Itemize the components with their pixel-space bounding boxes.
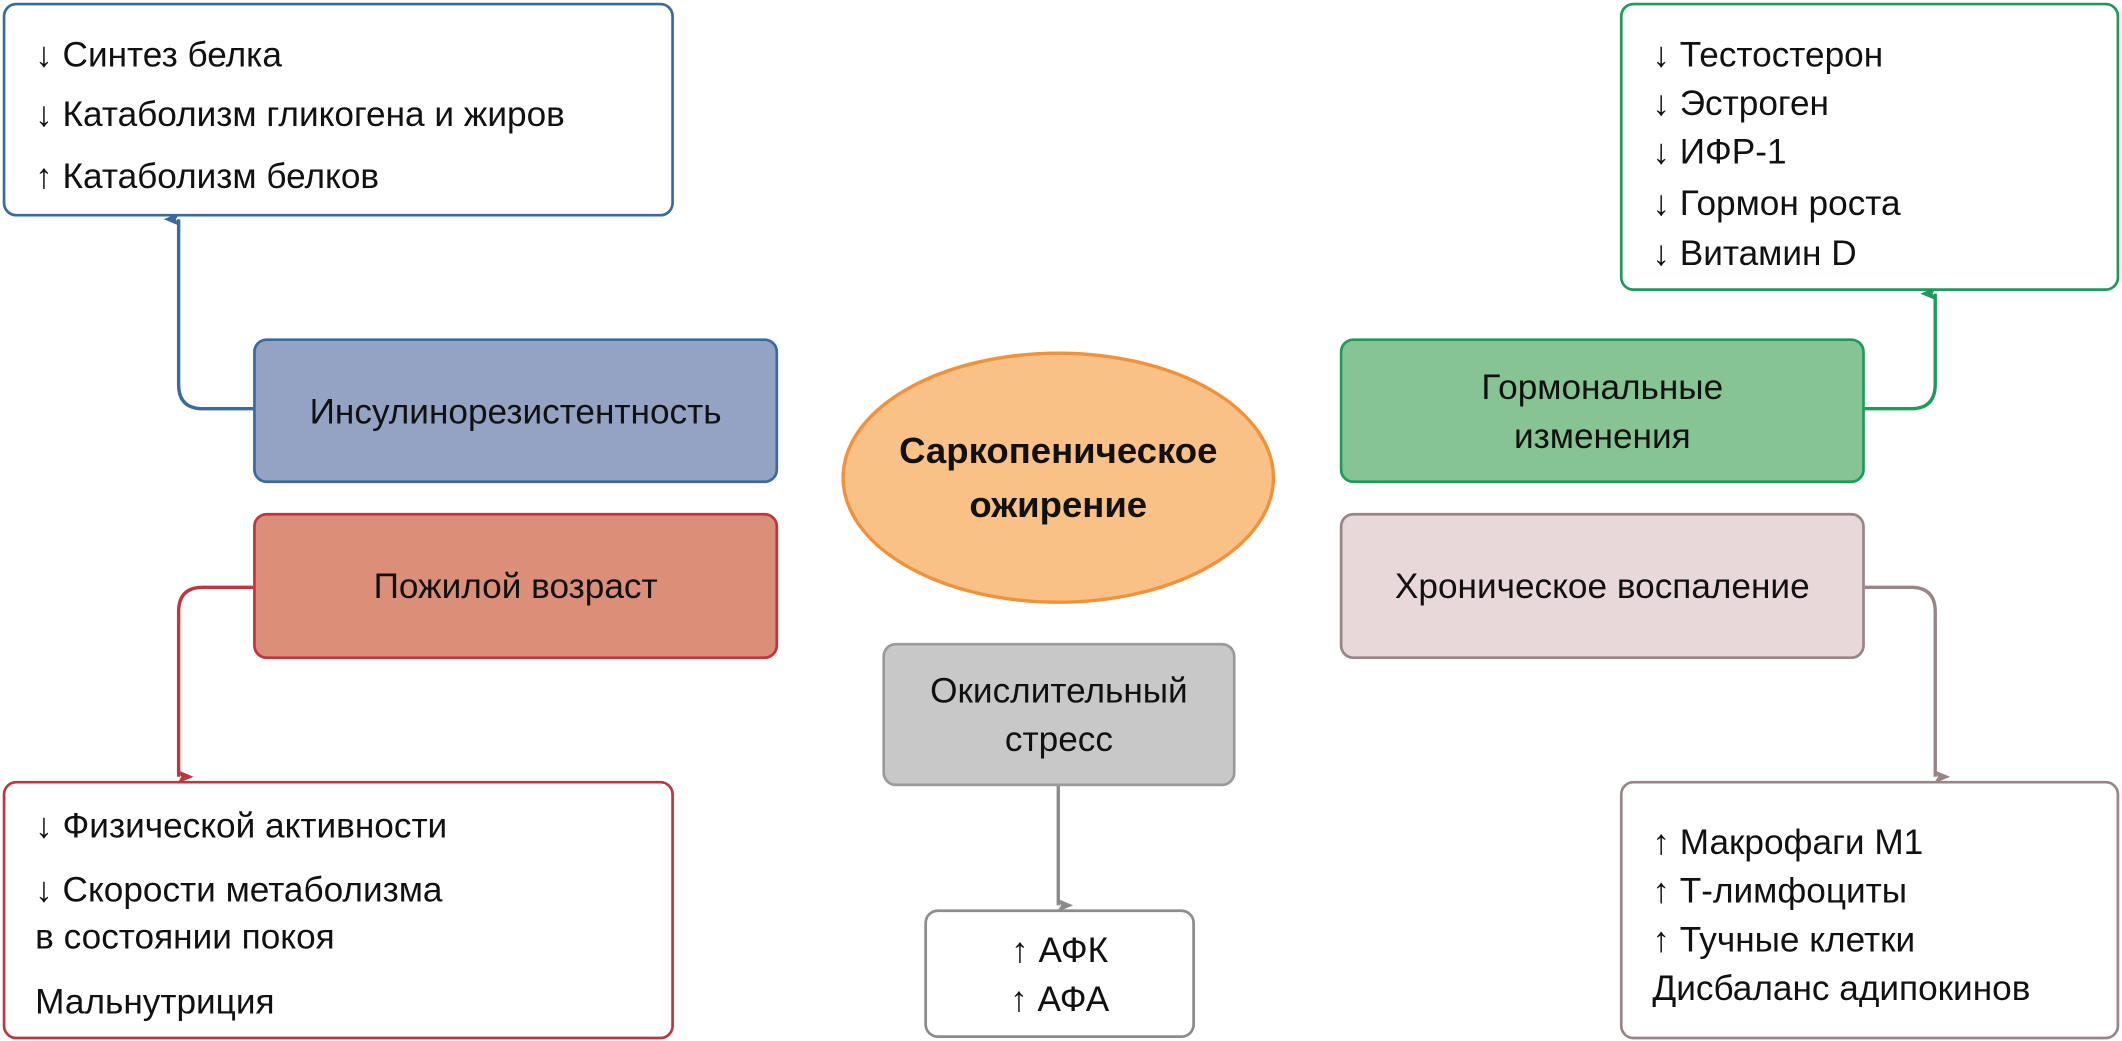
elderly-effects-box: ↓ Физической активности ↓ Скорости метаб… bbox=[2, 780, 674, 1040]
hormonal-changes-box: Гормональные изменения bbox=[1339, 338, 1865, 484]
effect-item: Мальнутриция bbox=[35, 981, 275, 1022]
effect-item: ↑ АФА bbox=[1010, 977, 1110, 1019]
effect-item: ↓ Катаболизм гликогена и жиров bbox=[35, 93, 565, 134]
insulin-label: Инсулинорезистентность bbox=[309, 390, 722, 432]
effect-item: ↑ Макрофаги М1 bbox=[1652, 821, 1924, 863]
center-label: Саркопеническое ожирение bbox=[842, 352, 1275, 604]
insulin-effects-box: ↓ Синтез белка ↓ Катаболизм гликогена и … bbox=[2, 2, 674, 217]
effect-item: ↓ Физической активности bbox=[35, 805, 448, 846]
effect-item: ↓ Синтез белка bbox=[35, 33, 282, 75]
center-line-2: ожирение bbox=[969, 484, 1148, 526]
elderly-label: Пожилой возраст bbox=[373, 565, 658, 607]
hormonal-effects-box: ↓ Тестостерон ↓ Эстроген ↓ ИФР-1 ↓ Гормо… bbox=[1619, 2, 2120, 291]
inflammation-effects-box: ↑ Макрофаги М1 ↑ Т-лимфоциты ↑ Тучные кл… bbox=[1619, 780, 2120, 1040]
effect-item: ↑ Катаболизм белков bbox=[35, 155, 380, 197]
effect-item: ↑ Тучные клетки bbox=[1652, 918, 1916, 960]
effect-item: ↓ Скорости метаболизма bbox=[35, 868, 443, 910]
inflammation-label: Хроническое воспаление bbox=[1394, 565, 1810, 607]
effect-item: в состоянии покоя bbox=[35, 916, 335, 957]
oxidative-effects-box: ↑ АФК ↑ АФА bbox=[924, 909, 1195, 1038]
center-line-1: Саркопеническое bbox=[899, 430, 1218, 471]
insulin-resistance-box: Инсулинорезистентность bbox=[253, 338, 779, 484]
hormonal-line-2: изменения bbox=[1513, 414, 1691, 456]
effect-item: ↓ Гормон роста bbox=[1652, 182, 1901, 224]
effect-item: Дисбаланс адипокинов bbox=[1652, 967, 2031, 1009]
effect-item: ↓ ИФР-1 bbox=[1652, 131, 1787, 172]
oxidative-line-1: Окислительный bbox=[930, 669, 1188, 711]
elderly-age-box: Пожилой возраст bbox=[253, 512, 779, 660]
effect-item: ↑ Т-лимфоциты bbox=[1652, 870, 1908, 911]
effect-item: ↑ АФК bbox=[1011, 929, 1109, 970]
arrow-elderly bbox=[176, 585, 254, 784]
hormonal-line-1: Гормональные bbox=[1481, 366, 1724, 407]
effect-item: ↓ Тестостерон bbox=[1652, 33, 1884, 75]
arrow-insulin bbox=[163, 212, 254, 411]
center-ellipse bbox=[841, 351, 1276, 604]
arrow-hormonal bbox=[1864, 286, 1937, 411]
effect-item: ↓ Витамин D bbox=[1652, 232, 1857, 274]
effect-item: ↓ Эстроген bbox=[1652, 82, 1829, 124]
oxidative-line-2: стресс bbox=[1004, 718, 1113, 760]
arrow-inflammation bbox=[1864, 585, 1951, 784]
chronic-inflammation-box: Хроническое воспаление bbox=[1339, 512, 1865, 660]
oxidative-stress-box: Окислительный стресс bbox=[882, 642, 1236, 787]
